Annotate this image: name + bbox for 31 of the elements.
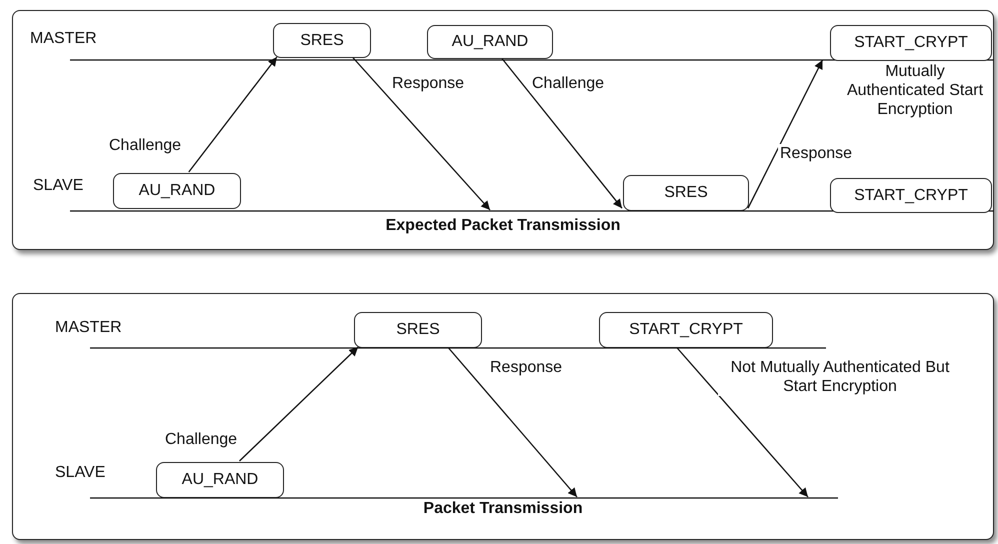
edge-label: Response <box>390 74 466 94</box>
lane-label: MASTER <box>55 318 122 338</box>
panel-frame <box>12 293 994 540</box>
edge-label: Challenge <box>107 136 184 156</box>
lane-label: MASTER <box>30 29 97 48</box>
panel-frame <box>12 10 994 250</box>
message-box: START_CRYPT <box>830 178 992 213</box>
note-text: Mutually Authenticated Start Encryption <box>846 62 984 120</box>
message-box: AU_RAND <box>427 25 553 59</box>
edge-label: Challenge <box>530 74 606 94</box>
arrow <box>239 346 359 462</box>
edge-label: Response <box>778 144 854 164</box>
message-box: START_CRYPT <box>830 25 992 61</box>
message-box: START_CRYPT <box>599 312 773 348</box>
arrow <box>352 56 490 210</box>
edge-label: Challenge <box>163 430 240 450</box>
arrow <box>447 346 578 498</box>
message-box: SRES <box>623 175 749 211</box>
arrow <box>501 58 622 209</box>
arrow <box>747 60 824 208</box>
message-box: AU_RAND <box>156 462 284 498</box>
arrow <box>676 346 808 498</box>
message-box: AU_RAND <box>113 173 241 209</box>
message-box: SRES <box>354 312 482 348</box>
message-box: SRES <box>273 23 371 58</box>
panel-caption: Expected Packet Transmission <box>386 217 620 235</box>
panel-caption: Packet Transmission <box>423 500 583 518</box>
arrow <box>188 56 278 172</box>
edge-label: Response <box>488 358 564 378</box>
lane-label: SLAVE <box>33 176 84 196</box>
lane-label: SLAVE <box>55 463 106 482</box>
